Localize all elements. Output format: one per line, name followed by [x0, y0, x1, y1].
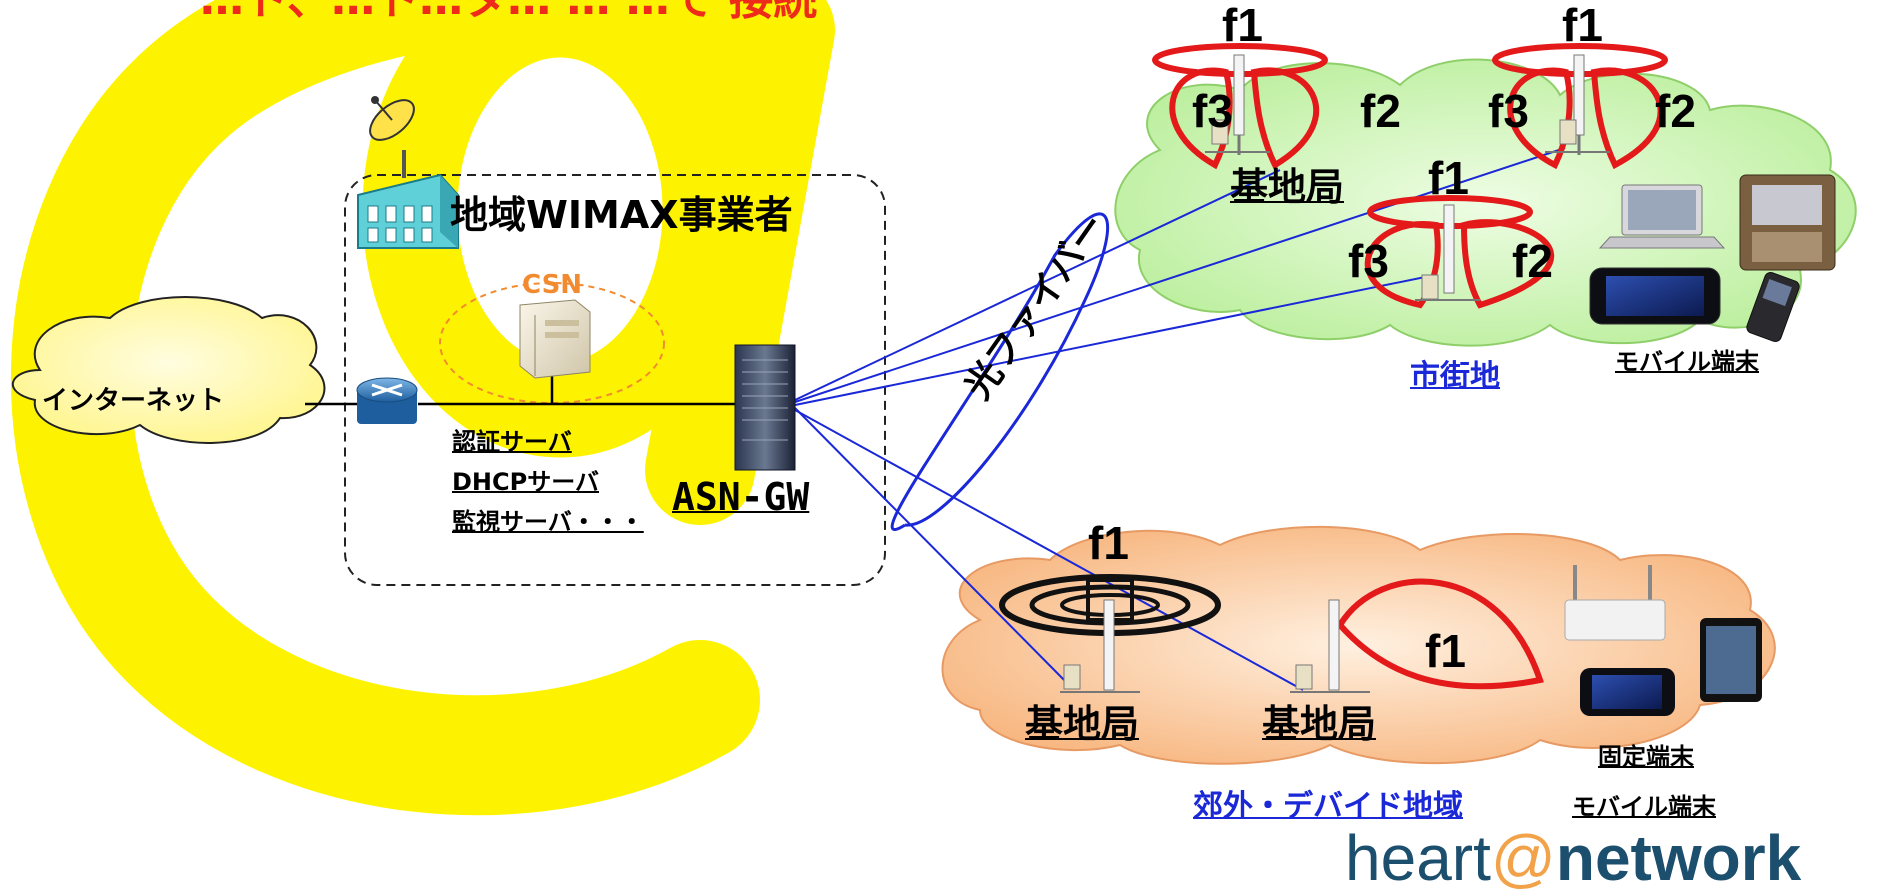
suburban-terminal-icons — [1564, 565, 1762, 716]
urban-f3-c: f3 — [1348, 235, 1389, 287]
logo-network: network — [1555, 822, 1802, 893]
tablet-icon — [1700, 618, 1762, 702]
wimax-router-icon — [1564, 565, 1666, 641]
urban-f3-a: f3 — [1192, 85, 1233, 137]
urban-f2-c: f2 — [1512, 235, 1553, 287]
suburban-base-stations — [999, 574, 1544, 693]
media-player-icon — [1589, 267, 1721, 325]
csn-boundary — [439, 282, 665, 404]
building-icon — [357, 173, 459, 249]
urban-f1-b: f1 — [1562, 0, 1603, 51]
fiber-links — [794, 147, 1566, 691]
urban-terminal-icons — [1589, 174, 1836, 343]
logo-at: @ — [1490, 822, 1556, 893]
suburban-f1-b: f1 — [1425, 625, 1466, 677]
urban-f1-c: f1 — [1428, 152, 1469, 204]
suburban-mobile-terminal-label: モバイル端末 — [1572, 793, 1716, 821]
urban-area-label: 市街地 — [1410, 359, 1500, 394]
urban-terminal-label: モバイル端末 — [1615, 348, 1759, 376]
csn-server-icon — [519, 299, 591, 379]
handheld-icon — [1580, 668, 1675, 716]
internet-label: インターネット — [42, 386, 225, 416]
suburban-area-label: 郊外・デバイド地域 — [1193, 789, 1463, 824]
operator-label: 地域WIMAX事業者 — [450, 193, 793, 237]
urban-base-station-label: 基地局 — [1230, 165, 1345, 209]
logo-heart: heart — [1345, 822, 1491, 893]
heart-network-logo: heart@network — [1345, 826, 1801, 890]
server-auth-label: 認証サーバ — [452, 428, 572, 456]
suburban-f1-a: f1 — [1088, 517, 1129, 569]
csn-label: CSN — [522, 270, 583, 300]
phone-icon — [1746, 271, 1800, 343]
urban-f2-b: f2 — [1655, 85, 1696, 137]
urban-f2-a: f2 — [1360, 85, 1401, 137]
title-partial: …ト、…ト…タ… … …で 接続 — [200, 0, 817, 22]
urban-f3-b: f3 — [1488, 85, 1529, 137]
internet-cloud — [12, 296, 326, 444]
suburban-fixed-terminal-label: 固定端末 — [1598, 743, 1694, 771]
satellite-dish-icon — [369, 96, 415, 178]
operator-boundary — [344, 174, 886, 586]
router-icon — [356, 377, 418, 424]
suburban-base-station-a: 基地局 — [1025, 702, 1140, 746]
pda-icon — [1739, 174, 1836, 271]
server-monitor-label: 監視サーバ・・・ — [452, 508, 644, 536]
asn-gw-icon — [734, 344, 796, 471]
server-dhcp-label: DHCPサーバ — [452, 468, 599, 496]
laptop-icon — [1598, 184, 1726, 249]
urban-f1-a: f1 — [1222, 0, 1263, 51]
suburban-base-station-b: 基地局 — [1262, 702, 1377, 746]
urban-base-stations — [1152, 43, 1668, 309]
asn-gw-label: ASN-GW — [672, 475, 810, 519]
